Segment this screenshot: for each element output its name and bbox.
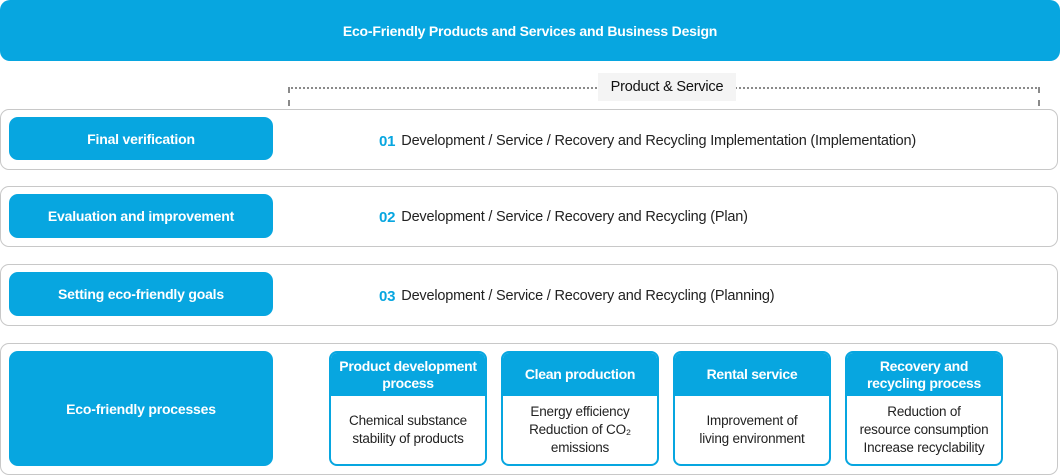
process-card-product-development: Product development process Chemical sub…	[329, 351, 487, 466]
product-service-label: Product & Service	[598, 73, 736, 101]
step-text: Development / Service / Recovery and Rec…	[401, 133, 916, 149]
stage-label: Eco-friendly processes	[66, 400, 216, 417]
card-title: Rental service	[675, 353, 829, 396]
process-card-recovery-recycling: Recovery and recycling process Reduction…	[845, 351, 1003, 466]
step-03: 03 Development / Service / Recovery and …	[379, 285, 775, 307]
header-banner: Eco-Friendly Products and Services and B…	[0, 0, 1060, 61]
card-title: Recovery and recycling process	[847, 353, 1001, 396]
step-01: 01 Development / Service / Recovery and …	[379, 130, 916, 152]
card-body: Reduction of resource consumption Increa…	[859, 404, 989, 455]
card-body: Energy efficiency Reduction of CO₂ emiss…	[529, 404, 631, 455]
stage-label: Setting eco-friendly goals	[58, 286, 224, 302]
process-card-clean-production: Clean production Energy efficiency Reduc…	[501, 351, 659, 466]
stage-label: Final verification	[87, 130, 195, 147]
step-text: Development / Service / Recovery and Rec…	[401, 288, 775, 304]
process-card-rental-service: Rental service Improvement of living env…	[673, 351, 831, 466]
step-text: Development / Service / Recovery and Rec…	[401, 209, 748, 225]
step-02: 02 Development / Service / Recovery and …	[379, 206, 748, 228]
step-number: 01	[379, 132, 396, 150]
step-number: 02	[379, 208, 396, 226]
stage-setting-goals: Setting eco-friendly goals	[9, 272, 273, 316]
card-body: Chemical substance stability of products	[349, 413, 467, 446]
card-title: Product development process	[331, 353, 485, 396]
stage-evaluation-improvement: Evaluation and improvement	[9, 194, 273, 238]
card-body: Improvement of living environment	[699, 413, 805, 446]
step-number: 03	[379, 287, 396, 305]
stage-eco-processes: Eco-friendly processes	[9, 351, 273, 466]
stage-final-verification: Final verification	[9, 117, 273, 160]
header-title: Eco-Friendly Products and Services and B…	[342, 22, 718, 39]
stage-label: Evaluation and improvement	[47, 208, 235, 224]
card-title: Clean production	[503, 353, 657, 396]
